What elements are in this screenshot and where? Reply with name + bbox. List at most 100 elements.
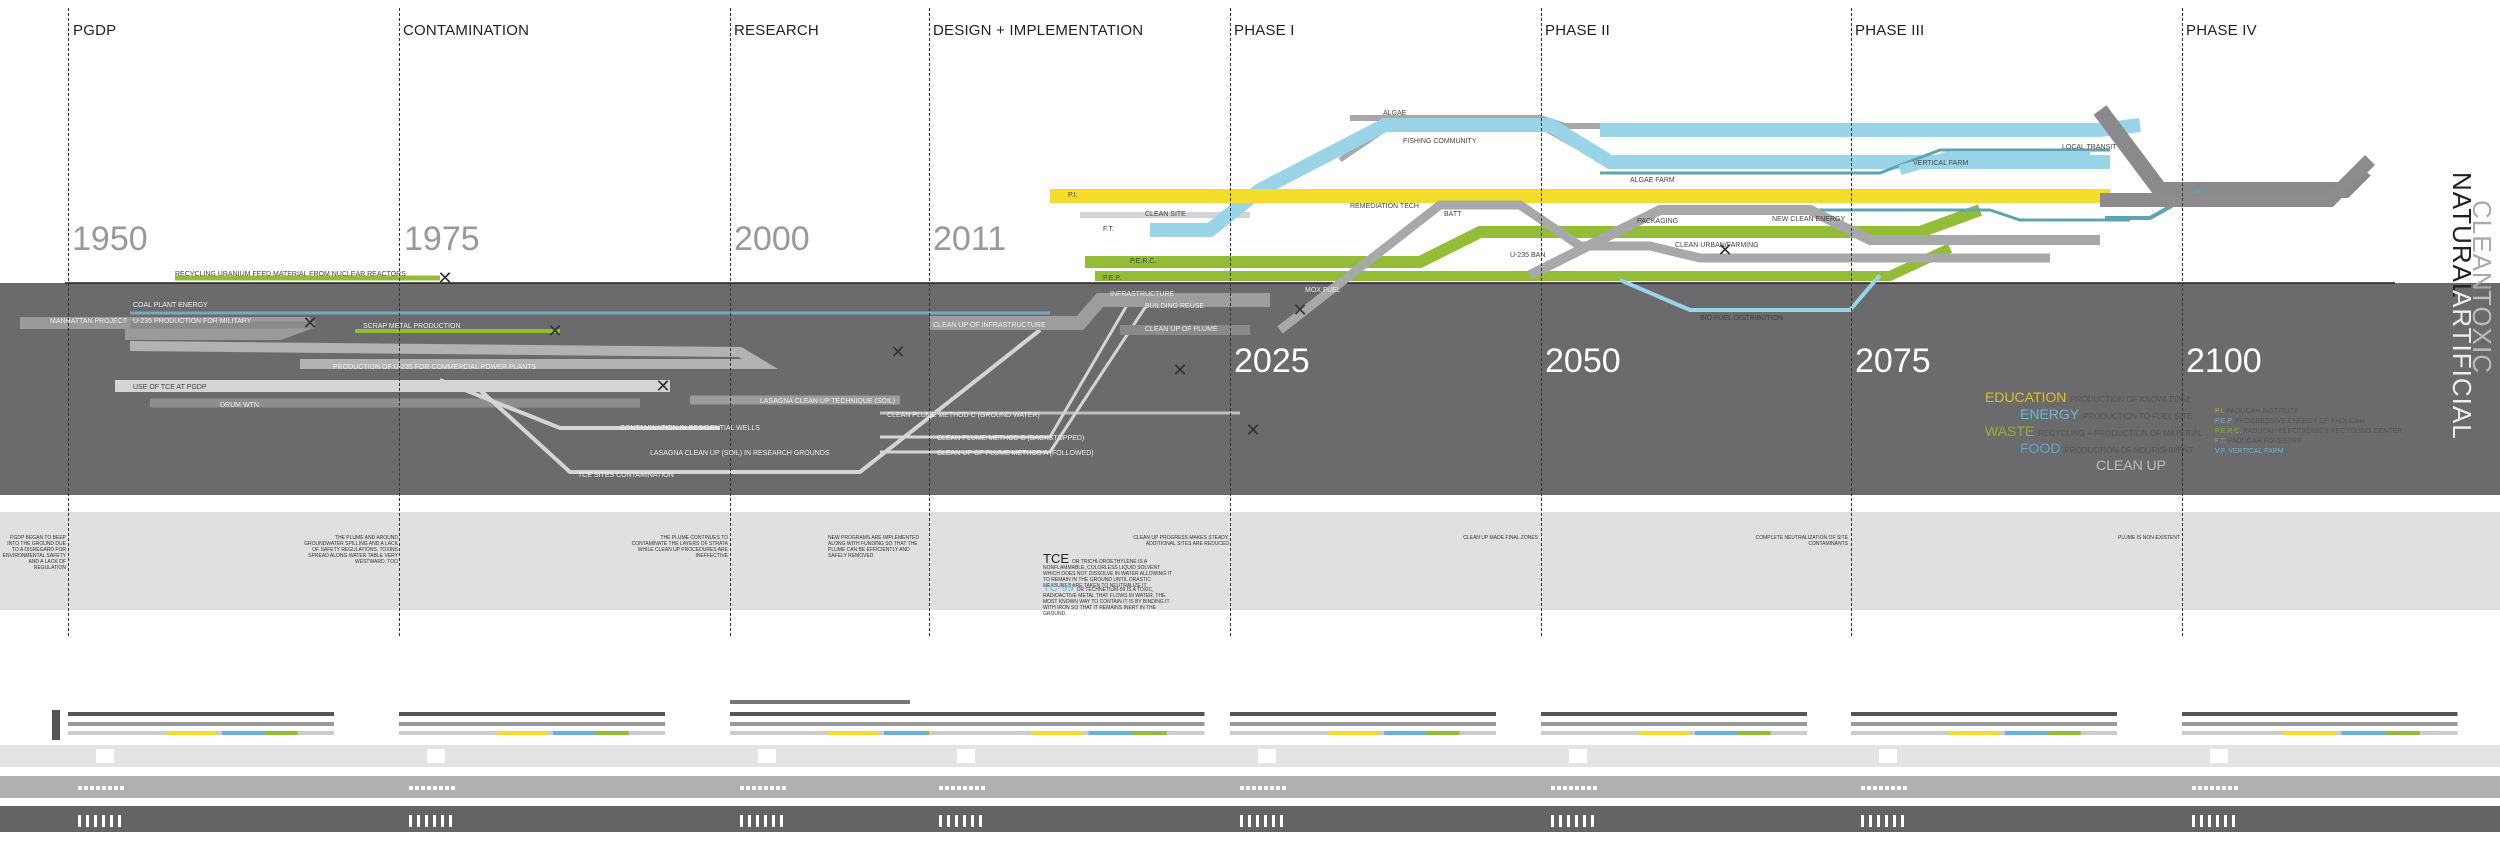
tick-mark: [86, 815, 89, 827]
icon-box: [427, 749, 445, 763]
tick-mark: [1551, 815, 1554, 827]
year-1950: 1950: [72, 220, 148, 258]
note-pgdp: PGDP BEGAN TO BEEP INTO THE GROUND DUE T…: [2, 535, 66, 571]
bar-top: [1230, 712, 1496, 716]
label-clean-plume-c: CLEAN PLUME METHOD C (GROUND WATER): [887, 412, 1040, 419]
divider-2100: [2182, 8, 2183, 636]
label-mox: MOX FUEL: [1305, 287, 1341, 294]
note-phase3: COMPLETE NEUTRALIZATION OF SITE CONTAMIN…: [1755, 535, 1848, 547]
bar-mid: [1230, 722, 1496, 726]
icon-box: [96, 749, 114, 763]
data-mark: [409, 786, 413, 790]
data-mark: [1569, 786, 1573, 790]
tick-mark: [740, 815, 743, 827]
data-mark: [120, 786, 124, 790]
axis-toxic: TOXIC: [2467, 290, 2497, 374]
year-2025: 2025: [1234, 342, 1310, 380]
divider-1975: [399, 8, 400, 636]
data-mark: [939, 786, 943, 790]
tick-mark: [425, 815, 428, 827]
tick-mark: [417, 815, 420, 827]
bottom-charts: [0, 700, 2500, 832]
data-mark: [1593, 786, 1597, 790]
data-mark: [752, 786, 756, 790]
tick-mark: [780, 815, 783, 827]
data-mark: [108, 786, 112, 790]
phase-design: DESIGN + IMPLEMENTATION: [933, 22, 1144, 39]
flow-tce-sites: [478, 328, 1042, 474]
label-batt: BATT: [1444, 211, 1462, 218]
bar-green: [2047, 731, 2081, 735]
axis-natural: NATURAL: [2447, 172, 2477, 299]
data-mark: [114, 786, 118, 790]
tick-mark: [110, 815, 113, 827]
data-mark: [1270, 786, 1274, 790]
phase-4: PHASE IV: [2186, 22, 2257, 39]
label-pep: P.E.P.: [1103, 275, 1122, 282]
tick-mark: [1583, 815, 1586, 827]
bar-mid: [2182, 722, 2458, 726]
bar-top: [730, 712, 996, 716]
phase-contamination: CONTAMINATION: [403, 22, 530, 39]
data-mark: [433, 786, 437, 790]
tick-mark: [102, 815, 105, 827]
tick-mark: [1893, 815, 1896, 827]
data-mark: [770, 786, 774, 790]
data-mark: [1897, 786, 1901, 790]
label-building-reuse: BUILDING REUSE: [1145, 303, 1205, 310]
tick-mark: [1567, 815, 1570, 827]
data-mark: [415, 786, 419, 790]
tick-mark: [1901, 815, 1904, 827]
flow-final: [2093, 105, 2371, 198]
icon-box: [1258, 749, 1276, 763]
data-mark: [90, 786, 94, 790]
label-bio-fuel: BIO FUEL DISTRIBUTION: [1700, 315, 1783, 322]
data-mark: [1258, 786, 1262, 790]
data-mark: [1282, 786, 1286, 790]
note-design: NEW PROGRAMS ARE IMPLEMENTED ALONG WITH …: [828, 535, 920, 559]
data-mark: [1575, 786, 1579, 790]
tick-mark: [1559, 815, 1562, 827]
bar-top: [399, 712, 665, 716]
data-mark: [2222, 786, 2226, 790]
bar-green: [1132, 731, 1167, 735]
bar-mid: [1541, 722, 1807, 726]
label-scrap-metal: SCRAP METAL PRODUCTION: [363, 323, 461, 330]
bar-mid: [399, 722, 665, 726]
bar-green: [1426, 731, 1460, 735]
data-mark: [1581, 786, 1585, 790]
data-mark: [969, 786, 973, 790]
phase-2: PHASE II: [1545, 22, 1610, 39]
note-research: THE PLUME CONTINUES TO CONTAMINATE THE L…: [631, 535, 728, 559]
label-new-clean-energy: NEW CLEAN ENERGY: [1772, 216, 1846, 223]
note-phase2: CLEAN UP MADE FINAL ZONES: [1463, 535, 1538, 541]
tick-mark: [1256, 815, 1259, 827]
divider-1950: [68, 8, 69, 636]
flow-new-clean: [1760, 208, 2130, 222]
data-mark: [1563, 786, 1567, 790]
axis-clean: CLEAN: [2467, 200, 2497, 292]
label-perc: P.E.R.C.: [1130, 258, 1157, 265]
bar-yellow: [1949, 731, 2000, 735]
bar-green: [2385, 731, 2420, 735]
data-mark: [1873, 786, 1877, 790]
bar-yellow: [1328, 731, 1379, 735]
data-mark: [1252, 786, 1256, 790]
tick-mark: [1591, 815, 1594, 827]
tick-mark: [764, 815, 767, 827]
flow-food: [1898, 151, 2090, 175]
label-remediation: REMEDIATION TECH: [1350, 203, 1419, 210]
strip-row-1: [0, 745, 2500, 767]
year-2011: 2011: [933, 220, 1007, 258]
label-infrastructure: INFRASTRUCTURE: [1110, 291, 1175, 298]
x-mark: ✕: [1172, 360, 1187, 380]
tick-mark: [2216, 815, 2219, 827]
label-u235-commercial: PRODUCTION OF U-235 FOR COMMERCIAL POWER…: [333, 364, 537, 371]
year-2000: 2000: [734, 220, 810, 258]
side-key: [52, 710, 60, 740]
label-contamination-wells: CONTAMINATION IN RESIDENTIAL WELLS: [620, 425, 760, 432]
tick-mark: [1877, 815, 1880, 827]
